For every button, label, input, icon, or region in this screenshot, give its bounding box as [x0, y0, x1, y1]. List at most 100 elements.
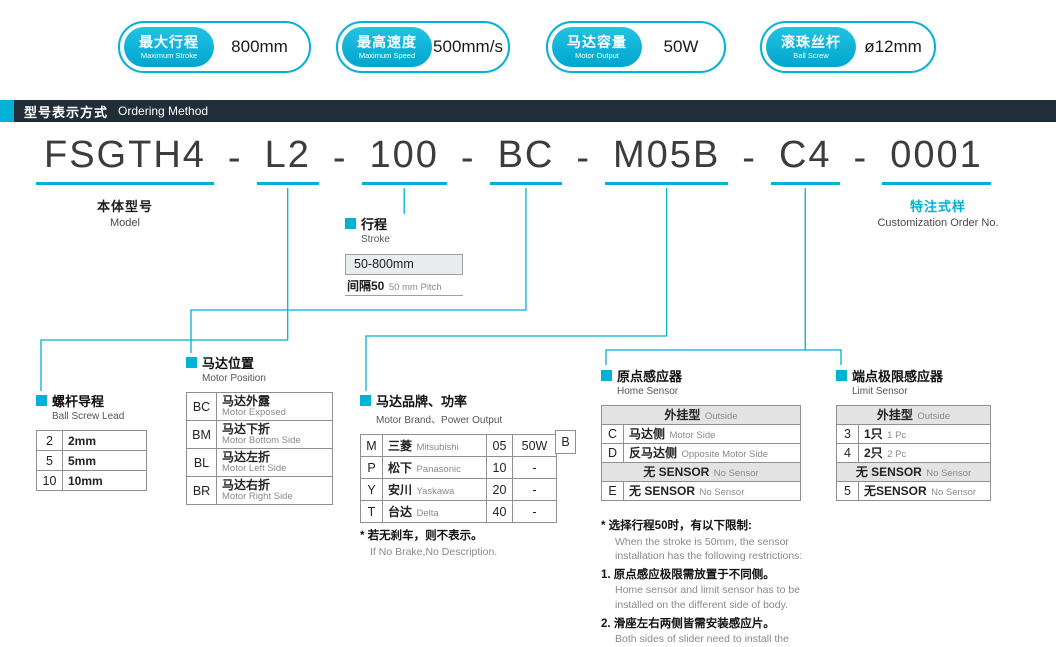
position-code: BL [186, 448, 217, 477]
badge-label-en: Ball Screw [793, 50, 829, 60]
brand-name-en: Panasonic [416, 463, 461, 475]
sensor-desc-en: No Sensor [931, 487, 977, 498]
sensor-desc: 2只 2 Pc [858, 443, 991, 463]
position-desc: 马达下折 Motor Bottom Side [216, 420, 333, 449]
badge-value: 500mm/s [433, 37, 503, 56]
brand-name: 松下 Panasonic [382, 456, 487, 479]
brand-name-en: Mitsubishi [416, 441, 459, 453]
sensor-desc-zh: 反马达侧 [629, 446, 678, 460]
stroke-title-en: Stroke [361, 234, 390, 245]
model-separator: - [332, 137, 348, 179]
table-row: 4 2只 2 Pc [836, 443, 991, 463]
sensor-desc-en: Opposite Motor Side [681, 449, 769, 460]
position-code: BC [186, 392, 217, 421]
badge-value: 50W [663, 37, 699, 56]
position-desc: 马达外露 Motor Exposed [216, 392, 333, 421]
note-head-zh: * 选择行程50时，有以下限制: [601, 520, 752, 532]
sensor-desc: 无 SENSOR No Sensor [623, 481, 801, 501]
leader-line [805, 349, 842, 365]
badge-label-pill: 最大行程 Maximum Stroke [124, 27, 214, 67]
note-head-en: When the stroke is 50mm, the sensor [615, 535, 789, 548]
model-segment: BC [489, 134, 563, 185]
table-row: D 反马达侧 Opposite Motor Side [601, 443, 801, 463]
group-header-cell: 无 SENSOR No Sensor [836, 462, 991, 482]
bullet-square-icon [836, 370, 847, 381]
table-group-header: 无 SENSOR No Sensor [836, 462, 991, 482]
bullet-square-icon [36, 395, 47, 406]
stroke-pitch-en: 50 mm Pitch [388, 282, 442, 293]
sensor-desc-en: No Sensor [699, 487, 745, 498]
power-value: - [512, 478, 557, 501]
brand-name-zh: 松下 [388, 460, 413, 475]
badge-label-zh: 马达容量 [567, 34, 627, 51]
stroke-spec-block: 行程 Stroke 50-800mm 间隔50 50 mm Pitch [345, 216, 463, 296]
stroke-title: 行程 [345, 216, 463, 232]
power-code: 05 [486, 434, 513, 457]
sensor-code: E [601, 481, 624, 501]
lead-title-en: Ball Screw Lead [52, 411, 125, 422]
group-header-en: Outside [704, 411, 738, 422]
motor-position-title-en: Motor Position [202, 373, 266, 384]
sensor-desc: 反马达侧 Opposite Motor Side [623, 443, 801, 463]
note-item-zh: 2. 滑座左右两侧皆需安装感应片。 [601, 617, 775, 630]
badge-label-pill: 滚珠丝杆 Ball Screw [766, 27, 856, 67]
position-desc-zh: 马达左折 [222, 450, 271, 465]
table-group-header: 外挂型 Outside [601, 405, 801, 425]
brand-code: M [360, 434, 383, 457]
motor-position-table: BC 马达外露 Motor Exposed BM 马达下折 Motor Bott… [186, 392, 333, 505]
brake-note-en: If No Brake,No Description. [370, 545, 498, 558]
note-item-2: 2. 滑座左右两侧皆需安装感应片。 Both sides of slider n… [601, 617, 901, 647]
power-value: - [512, 500, 557, 523]
brand-code: P [360, 456, 383, 479]
power-value: 50W [512, 434, 557, 457]
position-desc-en: Motor Exposed [222, 407, 286, 419]
position-desc: 马达左折 Motor Left Side [216, 448, 333, 477]
badge-label-en: Maximum Speed [358, 50, 416, 60]
sensor-desc: 无SENSOR No Sensor [858, 481, 991, 501]
lead-code: 10 [36, 470, 63, 491]
sensor-restriction-notes: * 选择行程50时，有以下限制: When the stroke is 50mm… [601, 519, 901, 647]
model-segment: 100 [361, 134, 447, 185]
group-header-en: Outside [917, 411, 951, 422]
brand-name: 三菱 Mitsubishi [382, 434, 487, 457]
spec-badge-max-stroke: 最大行程 Maximum Stroke 800mm [118, 21, 311, 73]
motor-brand-block: 马达品牌、功率 Motor Brand、Power Output M 三菱 Mi… [360, 393, 576, 559]
limit-sensor-table: 外挂型 Outside 3 1只 1 Pc 4 2只 2 Pc [836, 405, 991, 501]
badge-value: ø12mm [864, 37, 922, 56]
table-row: C 马达侧 Motor Side [601, 424, 801, 444]
brake-note: * 若无刹车，则不表示。 If No Brake,No Description. [360, 529, 557, 559]
power-value: - [512, 456, 557, 479]
note-item-en: installed on the different side of body. [615, 598, 788, 611]
brand-code: Y [360, 478, 383, 501]
motor-brand-title: 马达品牌、功率 [360, 393, 557, 409]
brand-name-en: Delta [416, 507, 439, 519]
table-row: BC 马达外露 Motor Exposed [186, 392, 333, 421]
table-row: BM 马达下折 Motor Bottom Side [186, 420, 333, 449]
badge-value: 800mm [231, 37, 288, 56]
position-desc-zh: 马达右折 [222, 478, 271, 493]
badge-label-en: Maximum Stroke [140, 50, 198, 60]
bullet-square-icon [345, 218, 356, 229]
model-separator: - [227, 137, 243, 179]
model-separator: - [576, 137, 592, 179]
lead-code: 2 [36, 430, 63, 451]
section-accent-square-icon [0, 100, 14, 122]
stroke-pitch-row: 间隔50 50 mm Pitch [345, 275, 463, 296]
table-row: 2 2mm [36, 430, 147, 451]
brake-option-cell: B [555, 430, 576, 454]
sensor-desc-en: Motor Side [669, 430, 716, 441]
motor-position-title-zh: 马达位置 [202, 356, 255, 371]
brand-code: T [360, 500, 383, 523]
table-row: P 松下 Panasonic 10 - [360, 456, 557, 479]
badge-label-en: Motor Output [575, 50, 619, 60]
model-code-row: FSGTH4 - L2 - 100 - BC - M05B - C4 - 000… [36, 134, 991, 185]
brand-name: 安川 Yaskawa [382, 478, 487, 501]
sensor-desc-en: 1 Pc [887, 430, 907, 441]
note-item-en: Both sides of slider need to install the [615, 633, 789, 646]
position-desc-en: Motor Bottom Side [222, 435, 301, 447]
table-row: 5 无SENSOR No Sensor [836, 481, 991, 501]
model-segment: FSGTH4 [36, 134, 214, 185]
table-row: BL 马达左折 Motor Left Side [186, 448, 333, 477]
brand-name-zh: 三菱 [388, 438, 413, 453]
limit-sensor-block: 端点极限感应器 Limit Sensor 外挂型 Outside 3 1只 1 … [836, 368, 991, 501]
